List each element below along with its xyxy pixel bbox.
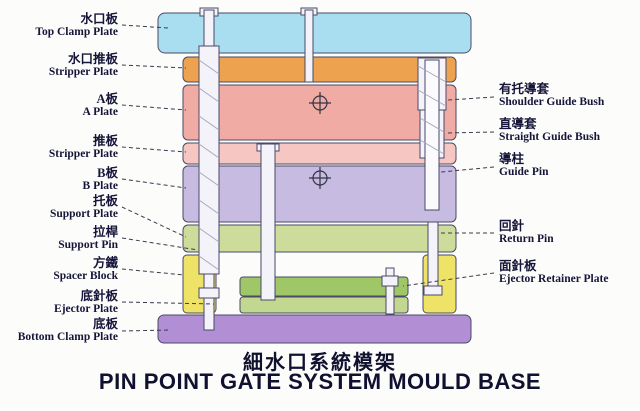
datum-symbol-lower	[309, 167, 331, 189]
label-return-pin: 回針 Return Pin	[499, 219, 554, 246]
ejector-screw	[381, 267, 399, 315]
label-b-plate-en: B Plate	[82, 180, 118, 192]
label-b-plate-zh: B板	[97, 166, 118, 180]
label-straight-guide-bush-en: Straight Guide Bush	[499, 131, 600, 143]
label-spacer-block: 方鐵 Spacer Block	[53, 256, 118, 283]
return-pin-foot	[423, 285, 443, 296]
support-plate	[182, 224, 457, 253]
label-support-plate-zh: 托板	[92, 194, 118, 208]
bush-hatch-lines	[417, 65, 447, 155]
label-guide-pin-zh: 導柱	[499, 152, 525, 166]
leader-lines	[121, 24, 495, 332]
label-bottom-clamp-plate-zh: 底板	[92, 317, 118, 331]
label-a-plate-en: A Plate	[82, 106, 118, 118]
ejector-screw-collar	[381, 275, 399, 287]
support-pin-lower-shaft	[203, 273, 215, 331]
support-pin-upper-shaft	[203, 9, 215, 47]
label-straight-guide-bush: 直導套 Straight Guide Bush	[499, 117, 600, 144]
label-top-clamp-plate: 水口板 Top Clamp Plate	[35, 12, 118, 39]
label-stripper-plate-lower-zh: 推板	[92, 134, 118, 148]
label-ejector-plate: 底針板 Ejector Plate	[54, 289, 118, 316]
sprue-bush	[300, 7, 318, 83]
label-stripper-plate-upper: 水口推板 Stripper Plate	[49, 52, 118, 79]
label-spacer-block-zh: 方鐵	[92, 256, 118, 270]
return-pin	[427, 221, 439, 295]
bottom-clamp-plate	[157, 314, 472, 344]
label-ejector-plate-en: Ejector Plate	[54, 303, 118, 315]
support-pin-collar	[198, 287, 220, 299]
label-a-plate: A板 A Plate	[83, 92, 118, 119]
hatch-lines	[198, 59, 220, 271]
guide-pin	[424, 59, 440, 211]
label-support-pin-en: Support Pin	[58, 239, 118, 251]
label-shoulder-guide-bush-en: Shoulder Guide Bush	[499, 96, 605, 108]
label-shoulder-guide-bush-zh: 有托導套	[499, 82, 550, 96]
label-stripper-plate-lower-en: Stripper Plate	[48, 148, 118, 160]
label-support-plate-en: Support Plate	[49, 208, 118, 220]
label-b-plate: B板 B Plate	[83, 166, 118, 193]
label-bottom-clamp-plate: 底板 Bottom Clamp Plate	[18, 317, 118, 344]
label-stripper-plate-lower: 推板 Stripper Plate	[49, 134, 118, 161]
label-stripper-plate-upper-zh: 水口推板	[67, 52, 118, 66]
label-ejector-retainer-plate: 面針板 Ejector Retainer Plate	[499, 259, 608, 286]
label-top-clamp-plate-en: Top Clamp Plate	[35, 26, 118, 38]
label-support-pin-zh: 拉桿	[92, 225, 118, 239]
center-pin	[256, 143, 280, 301]
label-a-plate-zh: A板	[96, 92, 118, 106]
label-support-pin: 拉桿 Support Pin	[58, 225, 118, 252]
label-ejector-retainer-plate-zh: 面針板	[499, 259, 537, 273]
label-return-pin-zh: 回針	[499, 219, 525, 233]
label-guide-pin: 導柱 Guide Pin	[499, 152, 549, 179]
datum-symbol-upper	[309, 92, 331, 114]
label-shoulder-guide-bush: 有托導套 Shoulder Guide Bush	[499, 82, 604, 109]
label-guide-pin-en: Guide Pin	[499, 166, 549, 178]
label-ejector-retainer-plate-en: Ejector Retainer Plate	[499, 273, 609, 285]
stripper-plate-upper	[182, 56, 457, 83]
label-straight-guide-bush-zh: 直導套	[499, 117, 537, 131]
center-pin-shaft	[260, 143, 276, 301]
label-spacer-block-en: Spacer Block	[53, 270, 118, 282]
ejector-plate	[239, 296, 409, 314]
ejector-retainer-plate	[239, 276, 409, 297]
label-bottom-clamp-plate-en: Bottom Clamp Plate	[17, 331, 118, 343]
label-return-pin-en: Return Pin	[499, 233, 554, 245]
sprue-bush-shaft	[304, 9, 314, 83]
ejector-screw-shaft	[385, 267, 395, 315]
label-support-plate: 托板 Support Plate	[50, 194, 118, 221]
guide-assembly	[417, 57, 447, 296]
stripper-plate-lower	[182, 142, 457, 165]
title-chinese: 細水口系統模架	[243, 352, 397, 374]
label-stripper-plate-upper-en: Stripper Plate	[48, 66, 118, 78]
title-english: PIN POINT GATE SYSTEM MOULD BASE	[98, 369, 542, 394]
b-plate	[182, 165, 457, 223]
label-top-clamp-plate-zh: 水口板	[80, 12, 118, 26]
support-pin-assembly	[198, 7, 220, 331]
label-ejector-plate-zh: 底針板	[80, 289, 118, 303]
